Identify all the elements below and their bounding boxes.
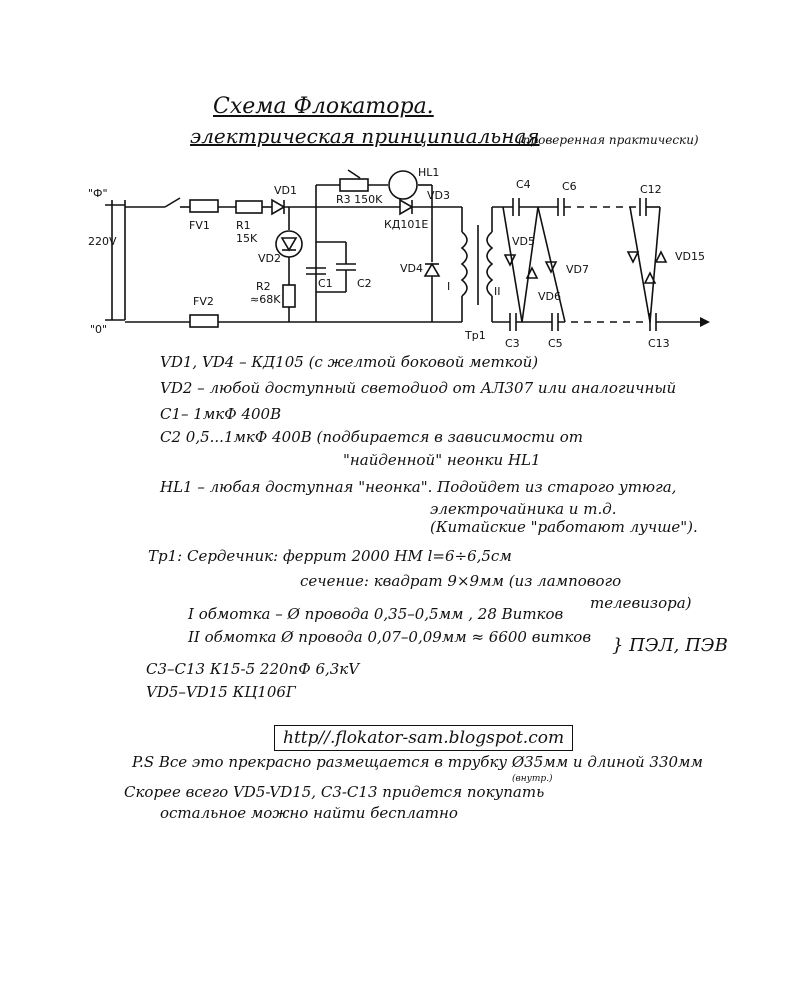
diode-vd14 <box>643 271 657 284</box>
label-tr1: Тр1 <box>464 329 486 342</box>
label-c2: C2 <box>357 277 372 290</box>
label-c13: C13 <box>648 337 670 350</box>
label-vd5: VD5 <box>512 235 535 248</box>
label-c12: C12 <box>640 183 662 196</box>
label-winding1: I <box>447 280 450 293</box>
label-voltage: 220V <box>88 235 117 248</box>
note-tr1: Тр1: Сердечник: феррит 2000 НМ l=6÷6,5см <box>148 547 512 565</box>
note-c1: C1– 1мкФ 400В <box>160 405 282 423</box>
note-ps3: остальное можно найти бесплатно <box>160 804 458 822</box>
mult-diagonal-4 <box>629 206 651 323</box>
note-winding1: I обмотка – Ø провода 0,35–0,5мм , 28 Ви… <box>188 605 564 623</box>
resistor-r3-wiper <box>347 169 361 179</box>
label-c5: C5 <box>548 337 563 350</box>
label-c6: C6 <box>562 180 577 193</box>
note-vd1-vd4: VD1, VD4 – КД105 (с желтой боковой метко… <box>160 353 539 371</box>
note-c2-cont: "найденной" неонки HL1 <box>343 451 541 469</box>
resistor-r1 <box>235 200 263 214</box>
label-r1: R1 <box>236 219 251 232</box>
note-ps: P.S Все это прекрасно размещается в труб… <box>132 753 703 771</box>
diode-vd15 <box>654 250 668 263</box>
diode-vd1 <box>271 198 286 216</box>
transformer-secondary <box>486 231 494 297</box>
label-phase: "Ф" <box>88 187 108 200</box>
diode-vd5 <box>503 254 517 267</box>
note-tr1-section: сечение: квадрат 9×9мм (из лампового <box>300 572 622 590</box>
note-winding2: II обмотка Ø провода 0,07–0,09мм ≈ 6600 … <box>188 628 592 646</box>
note-ps-sub: (внутр.) <box>512 774 553 784</box>
label-r3: R3 150K <box>336 193 383 206</box>
mult-diagonal-1 <box>502 206 523 323</box>
resistor-r3 <box>339 178 369 192</box>
note-hl1: HL1 – любая доступная "неонка". Подойдет… <box>160 478 677 496</box>
mult-diagonal-5 <box>649 206 661 323</box>
label-r2: R2 <box>256 280 271 293</box>
note-vd5-vd15: VD5–VD15 КЦ106Г <box>146 683 296 701</box>
label-r2-value: ≈68K <box>250 293 281 306</box>
fuse-fv2 <box>189 314 219 328</box>
label-r1-value: 15K <box>236 232 258 245</box>
label-fv2: FV2 <box>193 295 214 308</box>
label-fv1: FV1 <box>189 219 210 232</box>
label-vd7: VD7 <box>566 263 589 276</box>
note-ps2: Скорее всего VD5-VD15, C3-C13 придется п… <box>124 783 545 801</box>
note-c3-c13: C3–C13 К15-5 220пФ 6,3кV <box>146 660 360 678</box>
label-c4: C4 <box>516 178 531 191</box>
diagram-subtitle-note: (проверенная практически) <box>518 133 699 147</box>
led-vd2-triangle <box>280 237 298 252</box>
note-hl1-cont: электрочайника и т.д. <box>430 500 617 518</box>
label-c1: C1 <box>318 277 333 290</box>
transformer-primary <box>460 231 468 297</box>
diode-vd4 <box>423 262 441 277</box>
diode-vd6 <box>525 266 539 279</box>
neon-hl1 <box>388 170 418 200</box>
label-hl1: HL1 <box>418 166 439 179</box>
label-winding2: II <box>494 285 501 298</box>
label-vd2: VD2 <box>258 252 281 265</box>
note-wire-type: } ПЭЛ, ПЭВ <box>612 635 728 656</box>
note-c2: C2 0,5...1мкФ 400В (подбирается в зависи… <box>160 428 583 446</box>
label-vd6: VD6 <box>538 290 561 303</box>
circuit-schematic: "Ф" "0" 220V FV1 FV2 R1 15K R2 ≈68K VD1 … <box>88 166 710 350</box>
note-vd2: VD2 – любой доступный светодиод от АЛ307… <box>160 379 677 397</box>
label-zero: "0" <box>90 323 107 336</box>
diode-vd7 <box>544 261 558 274</box>
label-c3: C3 <box>505 337 520 350</box>
mult-diagonal-2 <box>521 206 539 323</box>
diagram-title: Схема Флокатора. <box>213 94 434 119</box>
resistor-r2 <box>282 284 296 308</box>
output-arrow <box>700 317 710 327</box>
label-vd4: VD4 <box>400 262 423 275</box>
diode-vd13 <box>626 251 640 264</box>
fuse-fv1 <box>189 199 219 213</box>
source-url-link[interactable]: http//.flokator-sam.blogspot.com <box>274 725 574 751</box>
note-tr1-section2: телевизора) <box>590 594 692 612</box>
label-kd: КД101Е <box>384 218 428 231</box>
note-hl1-cont2: (Китайские "работают лучше"). <box>430 518 698 536</box>
diagram-subtitle: электрическая принципиальная <box>190 124 540 148</box>
label-vd15: VD15 <box>675 250 705 263</box>
mult-diagonal-3 <box>537 206 566 323</box>
diode-vd3 <box>399 198 414 216</box>
switch-lever <box>164 197 181 208</box>
label-vd1: VD1 <box>274 184 297 197</box>
label-vd3: VD3 <box>427 189 450 202</box>
